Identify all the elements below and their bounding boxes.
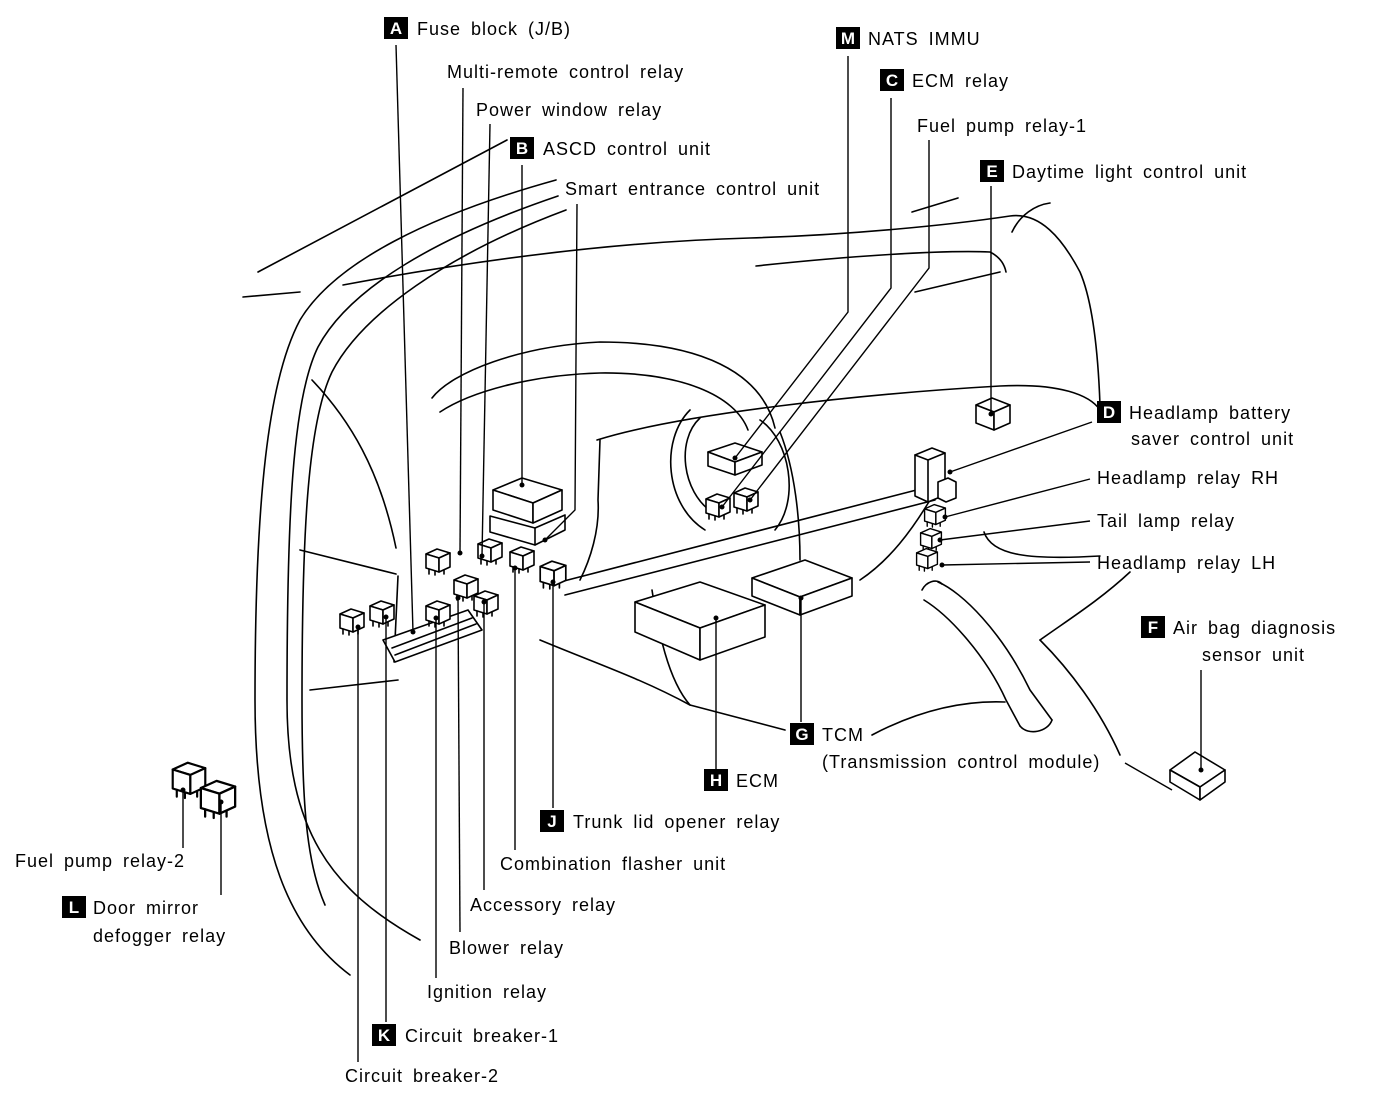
badge-b-letter: B [516, 139, 528, 158]
nats-immu-label: NATS IMMU [868, 29, 981, 49]
label-j: J Trunk lid opener relay [540, 810, 780, 832]
smart-entrance-control-unit [489, 514, 566, 546]
ecm-unit [634, 581, 766, 661]
door-mirror-label-line1: Door mirror [93, 898, 199, 918]
headlamp-relay-lh-part [915, 547, 939, 572]
headlamp-battery-label-line1: Headlamp battery [1129, 403, 1291, 423]
badge-m-letter: M [841, 29, 855, 48]
label-a: A Fuse block (J/B) [384, 17, 571, 39]
ecm-relay-part [705, 493, 731, 521]
fuel-pump-relay-1-label: Fuel pump relay-1 [917, 116, 1087, 136]
fuel-pump-relay-2-label: Fuel pump relay-2 [15, 851, 185, 871]
dashboard-outline [242, 139, 1131, 976]
air-bag-label-line1: Air bag diagnosis [1173, 618, 1336, 638]
labels: A Fuse block (J/B) Multi-remote control … [15, 17, 1336, 1086]
headlamp-battery-saver-unit [914, 447, 957, 503]
multi-remote-control-relay [425, 548, 451, 576]
badge-f [1141, 616, 1165, 638]
label-l: L Door mirror defogger relay [62, 896, 226, 946]
tcm-label-line2: (Transmission control module) [822, 752, 1100, 772]
ascd-control-unit-label: ASCD control unit [543, 139, 711, 159]
badge-g [790, 723, 814, 745]
badge-l-letter: L [69, 898, 79, 917]
label-d: D Headlamp battery saver control unit [1097, 401, 1294, 449]
label-k: K Circuit breaker-1 [372, 1024, 559, 1046]
badge-d-letter: D [1103, 403, 1115, 422]
badge-k-letter: K [378, 1026, 391, 1045]
trunk-lid-opener-relay-label: Trunk lid opener relay [573, 812, 780, 832]
tcm-label: TCM [822, 725, 864, 745]
badge-g-letter: G [795, 725, 808, 744]
power-window-relay-label: Power window relay [476, 100, 662, 120]
badge-m [836, 27, 860, 49]
headlamp-relay-rh-label: Headlamp relay RH [1097, 468, 1279, 488]
fuel-pump-relay-1-part [733, 487, 759, 515]
daytime-light-control-unit [975, 397, 1011, 431]
badge-h-letter: H [710, 771, 722, 790]
tcm-unit [751, 559, 853, 616]
circuit-breaker-2-label: Circuit breaker-2 [345, 1066, 499, 1086]
badge-b [510, 137, 534, 159]
badge-a [384, 17, 408, 39]
ecm-relay-label: ECM relay [912, 71, 1009, 91]
accessory-relay-label: Accessory relay [470, 895, 616, 915]
ascd-control-unit [492, 477, 563, 524]
ecm-label: ECM [736, 771, 779, 791]
accessory-relay-part [473, 590, 499, 618]
badge-a-letter: A [390, 19, 402, 38]
fuse-block-label: Fuse block (J/B) [417, 19, 571, 39]
badge-e-letter: E [986, 162, 997, 181]
badge-h [704, 769, 728, 791]
daytime-light-control-unit-label: Daytime light control unit [1012, 162, 1247, 182]
label-m: M NATS IMMU [836, 27, 981, 49]
circuit-breaker-1-part [369, 600, 395, 628]
circuit-breaker-2-part [339, 608, 365, 636]
badge-k [372, 1024, 396, 1046]
badge-d [1097, 401, 1121, 423]
badge-c [880, 69, 904, 91]
badge-c-letter: C [886, 71, 898, 90]
label-e: E Daytime light control unit [980, 160, 1247, 182]
label-f: F Air bag diagnosis sensor unit [1141, 616, 1336, 665]
circuit-breaker-1-label: Circuit breaker-1 [405, 1026, 559, 1046]
smart-entrance-control-unit-label: Smart entrance control unit [565, 179, 820, 199]
label-b: B ASCD control unit [510, 137, 711, 159]
blower-relay-label: Blower relay [449, 938, 564, 958]
badge-j [540, 810, 564, 832]
badge-j-letter: J [547, 812, 556, 831]
label-c: C ECM relay [880, 69, 1009, 91]
headlamp-battery-label-line2: saver control unit [1131, 429, 1294, 449]
headlamp-relay-lh-label: Headlamp relay LH [1097, 553, 1276, 573]
tail-lamp-relay-label: Tail lamp relay [1097, 511, 1235, 531]
nats-immu-unit [707, 442, 763, 476]
door-mirror-label-line2: defogger relay [93, 926, 226, 946]
label-g: G TCM (Transmission control module) [790, 723, 1100, 772]
air-bag-label-line2: sensor unit [1202, 645, 1305, 665]
air-bag-diagnosis-sensor-unit [1169, 751, 1226, 801]
headlamp-relay-rh-part [923, 503, 947, 528]
multi-remote-control-relay-label: Multi-remote control relay [447, 62, 684, 82]
leader-lines [180, 44, 1204, 1062]
badge-f-letter: F [1148, 618, 1158, 637]
label-h: H ECM [704, 769, 779, 791]
combination-flasher-unit-label: Combination flasher unit [500, 854, 726, 874]
badge-e [980, 160, 1004, 182]
door-mirror-defogger-relay-part [199, 779, 237, 820]
ignition-relay-label: Ignition relay [427, 982, 547, 1002]
badge-l [62, 896, 86, 918]
